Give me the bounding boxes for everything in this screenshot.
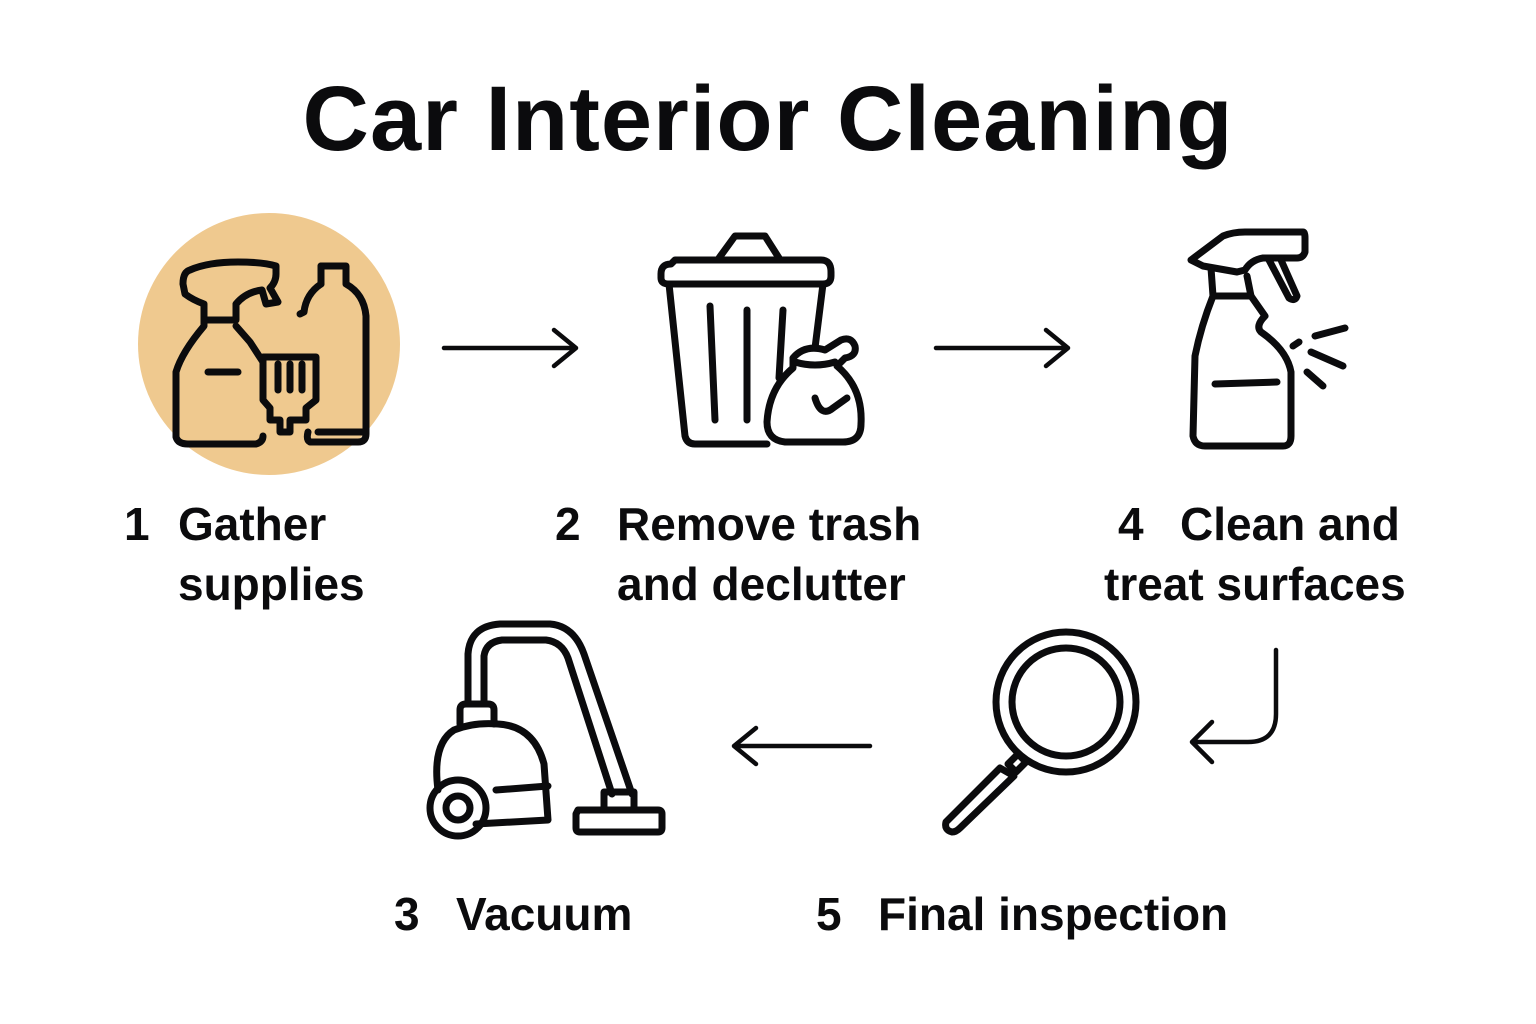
step-1-title-line2: supplies [178,558,365,610]
vacuum-cleaner-icon [426,620,666,840]
step-2-label: 2 Remove trash and declutter [555,494,921,614]
step-1-icon [138,213,400,484]
step-4-title-line1: Clean and [1180,498,1400,550]
cleaning-supplies-icon [138,213,400,475]
trash-can-icon [657,232,865,448]
step-5-number: 5 [816,888,842,940]
arrow-right-icon [441,327,579,369]
step-3-label: 3 Vacuum [394,884,632,944]
step-2-icon [655,228,875,450]
arrow-left-icon [731,725,873,767]
step-4-icon [1185,226,1360,454]
step-1-label: 1 Gather supplies [124,494,365,614]
step-2-number: 2 [555,498,581,550]
step-3-title-line1: Vacuum [456,888,633,940]
step-4-number: 4 [1118,498,1144,550]
step-2-title-line1: Remove trash [617,498,922,550]
step-5-title-line1: Final inspection [878,888,1229,940]
step-2-title-line2: and declutter [617,558,906,610]
step-5-label: 5 Final inspection [816,884,1228,944]
arrow-step4-to-step5 [1186,644,1286,770]
arrow-step2-to-step4 [932,326,1074,370]
magnifying-glass-icon [942,628,1140,836]
step-4-title-line2: treat surfaces [1104,558,1406,610]
spray-bottle-icon [1187,228,1349,450]
arrow-right-icon [933,327,1071,369]
arrow-hook-left-icon [1189,647,1279,765]
step-4-label: 4 Clean and treat surfaces [1104,494,1406,614]
diagram-title: Car Interior Cleaning [302,68,1234,170]
step-5-icon [938,628,1144,836]
step-3-number: 3 [394,888,420,940]
step-3-icon [414,614,666,840]
step-1-title-line1: Gather [178,498,327,550]
arrow-step1-to-step2 [440,326,582,370]
step-1-number: 1 [124,498,150,550]
arrow-step5-to-step3 [728,724,874,768]
